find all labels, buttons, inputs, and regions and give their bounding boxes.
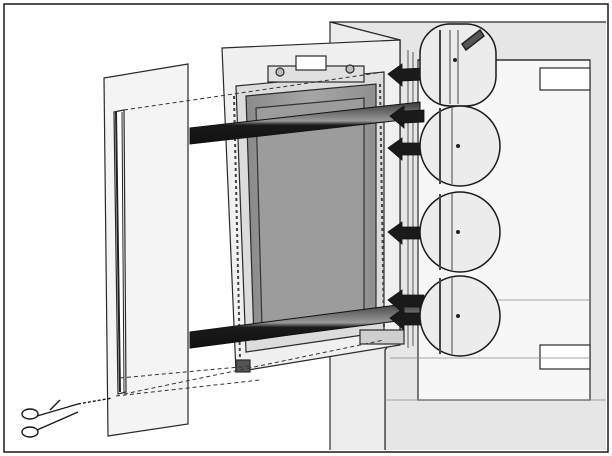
guide-lines: [115, 71, 385, 397]
door-panel: [103, 63, 189, 437]
callout-1: [419, 23, 497, 107]
magnifier-callouts: [419, 23, 501, 357]
arrow-left-icon: [389, 105, 425, 129]
scissors-icon: [21, 397, 113, 438]
callout-3: [419, 191, 501, 273]
callout-4: [419, 275, 501, 357]
callout-2: [419, 105, 501, 187]
